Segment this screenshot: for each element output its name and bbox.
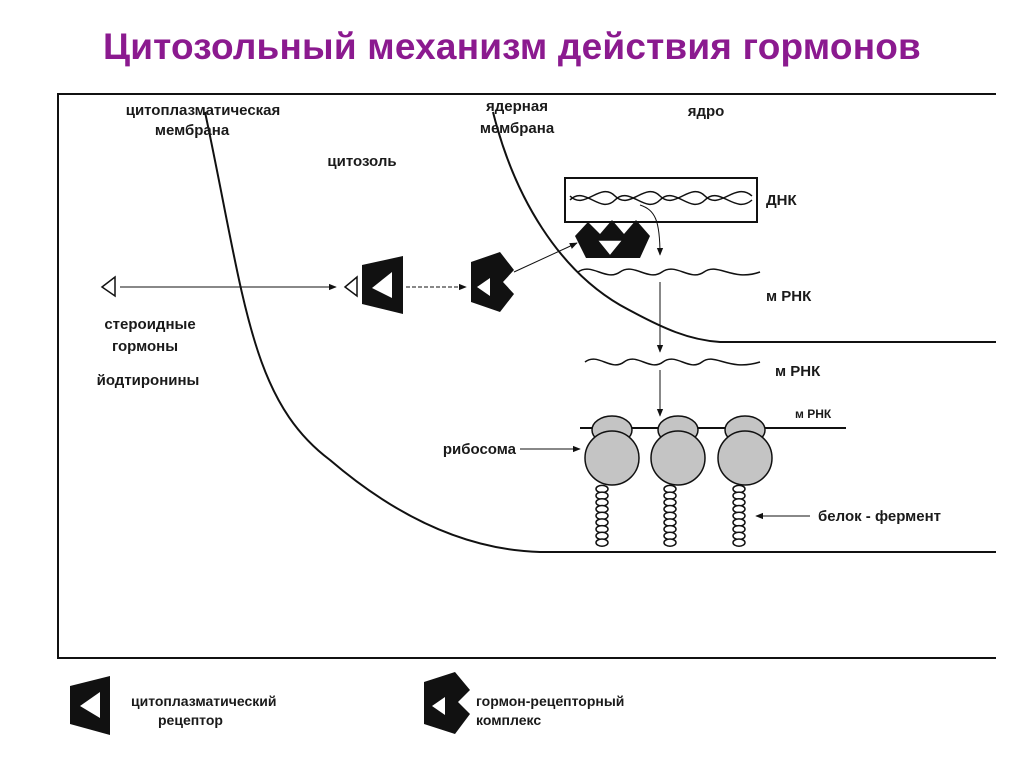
label-cytoplasmic-membrane-2: мембрана <box>155 122 230 139</box>
mrna-wave-nucleus <box>577 268 761 276</box>
legend-receptor-label-1: цитоплазматический <box>131 693 277 709</box>
hormone-icon <box>100 275 116 298</box>
legend-complex-label-2: комплекс <box>476 712 541 728</box>
label-steroid-1: стероидные <box>104 316 195 333</box>
label-protein-enzyme: белок - фермент <box>818 508 941 525</box>
complex-to-nucleus-arrow <box>513 242 578 273</box>
label-dna: ДНК <box>766 192 798 209</box>
label-cytoplasmic-membrane-1: цитоплазматическая <box>126 102 281 119</box>
label-nucleus: ядро <box>688 103 725 120</box>
legend-receptor-label-2: рецептор <box>158 712 223 728</box>
legend-complex-icon <box>424 672 470 734</box>
hormone-receptor-complex-icon <box>471 252 514 312</box>
protein-chain-bead <box>663 538 677 547</box>
cytoplasmic-membrane <box>204 111 996 553</box>
cell-frame <box>57 93 996 659</box>
dna-box <box>564 177 758 223</box>
protein-chain-bead <box>595 538 609 547</box>
protein-chain-bead <box>732 538 746 547</box>
label-nuclear-membrane-1: ядерная <box>486 98 548 115</box>
label-nuclear-membrane-2: мембрана <box>480 120 555 137</box>
ribosome-2 <box>650 415 706 486</box>
page-title: Цитозольный механизм действия гормонов <box>102 26 921 67</box>
protein-chains <box>595 484 746 547</box>
label-mrna-nucleus: м РНК <box>766 288 812 305</box>
cytoplasmic-receptor-icon <box>362 256 403 314</box>
legend-complex-label-1: гормон-рецепторный <box>476 693 624 709</box>
ribosome-1 <box>584 415 640 486</box>
label-steroid-2: гормоны <box>112 338 178 355</box>
label-mrna-ribosome: м РНК <box>795 407 832 421</box>
label-mrna-cytosol: м РНК <box>775 363 821 380</box>
ribosome-3 <box>717 415 773 486</box>
dna-to-mrna-arrow <box>639 204 664 256</box>
label-ribosome: рибосома <box>443 441 517 458</box>
label-iodothyronines: йодтиронины <box>97 372 200 389</box>
legend-receptor-icon <box>70 676 110 735</box>
complex-bound-dna-icon <box>575 220 650 258</box>
nuclear-membrane <box>492 111 996 343</box>
label-cytosol: цитозоль <box>327 153 396 170</box>
hormone-at-receptor-icon <box>343 275 358 298</box>
mrna-wave-cytosol <box>584 358 761 366</box>
